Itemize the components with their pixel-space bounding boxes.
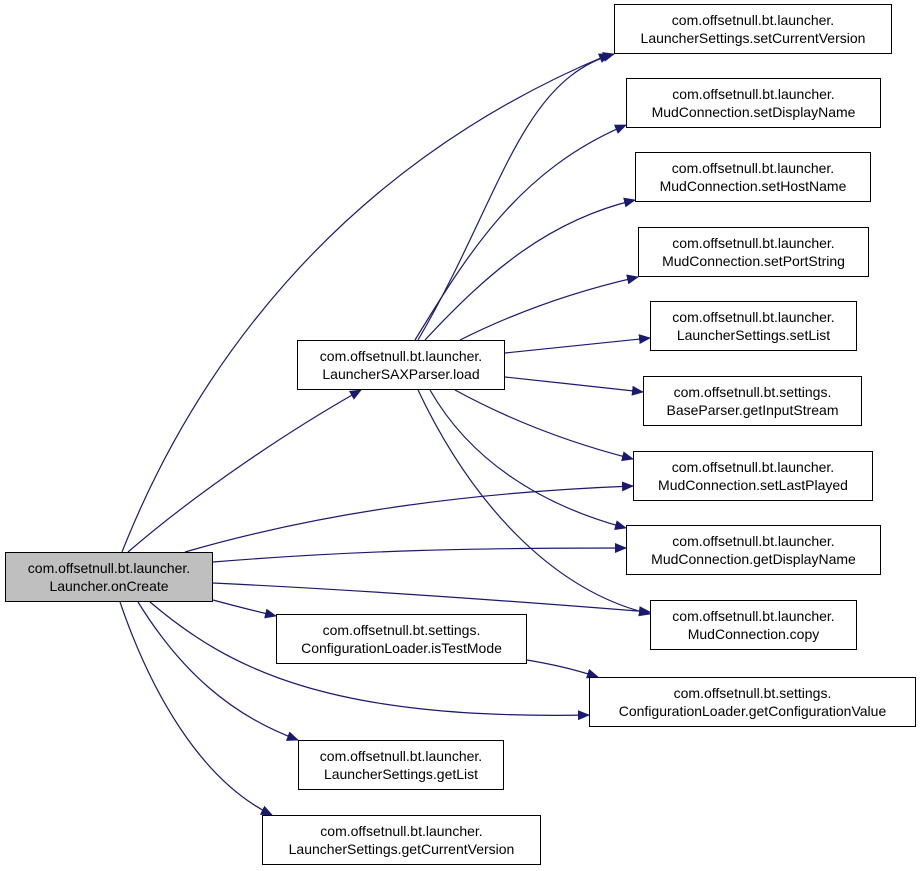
node-method-label: MudConnection.setDisplayName [651, 104, 856, 120]
node-method-label: Launcher.onCreate [49, 578, 169, 594]
node-set-current-version[interactable]: com.offsetnull.bt.launcher. LauncherSett… [614, 4, 892, 54]
node-set-last-played[interactable]: com.offsetnull.bt.launcher. MudConnectio… [633, 451, 873, 501]
node-package-label: com.offsetnull.bt.launcher. [671, 12, 835, 28]
node-package-label: com.offsetnull.bt.launcher. [672, 309, 835, 325]
node-package-label: com.offsetnull.bt.launcher. [319, 348, 483, 364]
node-method-label: MudConnection.setHostName [659, 178, 847, 194]
node-method-label: MudConnection.setLastPlayed [658, 477, 848, 493]
node-method-label: MudConnection.getDisplayName [651, 551, 856, 567]
node-package-label: com.offsetnull.bt.launcher. [672, 235, 835, 251]
edge-saxparser-load-to-set-display-name [414, 124, 627, 341]
node-package-label: com.offsetnull.bt.launcher. [671, 459, 835, 475]
edge-is-test-mode-to-get-configuration-value [526, 659, 599, 679]
node-package-label: com.offsetnull.bt.launcher. [672, 608, 835, 624]
edge-saxparser-load-to-set-current-version [417, 52, 615, 341]
node-method-label: BaseParser.getInputStream [666, 402, 839, 418]
node-package-label: com.offsetnull.bt.launcher. [320, 823, 483, 839]
node-method-label: MudConnection.copy [687, 626, 820, 642]
node-set-port-string[interactable]: com.offsetnull.bt.launcher. MudConnectio… [638, 227, 869, 277]
node-get-configuration-value[interactable]: com.offsetnull.bt.settings. Configuratio… [589, 677, 916, 727]
node-package-label: com.offsetnull.bt.settings. [673, 384, 832, 400]
edge-launcher-oncreate-to-get-current-version [119, 601, 273, 816]
edge-saxparser-load-to-set-host-name [424, 197, 636, 341]
node-get-display-name[interactable]: com.offsetnull.bt.launcher. MudConnectio… [626, 525, 881, 575]
node-method-label: LauncherSettings.getList [323, 766, 479, 782]
node-saxparser-load[interactable]: com.offsetnull.bt.launcher. LauncherSAXP… [297, 340, 505, 390]
node-package-label: com.offsetnull.bt.settings. [322, 622, 481, 638]
node-method-label: LauncherSAXParser.load [322, 366, 480, 382]
edge-launcher-oncreate-to-get-configuration-value [149, 601, 590, 721]
edge-launcher-oncreate-to-is-test-mode [212, 599, 277, 619]
edge-launcher-oncreate-to-saxparser-load [127, 389, 362, 553]
node-package-label: com.offsetnull.bt.launcher. [671, 160, 835, 176]
node-method-label: ConfigurationLoader.isTestMode [301, 640, 502, 656]
edge-launcher-oncreate-to-copy [212, 582, 651, 617]
node-method-label: LauncherSettings.setCurrentVersion [640, 30, 866, 46]
node-method-label: LauncherSettings.setList [676, 327, 831, 343]
edge-saxparser-load-to-get-display-name [429, 389, 627, 530]
node-get-current-version[interactable]: com.offsetnull.bt.launcher. LauncherSett… [262, 815, 541, 865]
edge-launcher-oncreate-to-get-display-name [212, 543, 627, 563]
node-package-label: com.offsetnull.bt.settings. [673, 685, 832, 701]
node-get-input-stream[interactable]: com.offsetnull.bt.settings. BaseParser.g… [643, 376, 862, 426]
edge-launcher-oncreate-to-get-list [137, 601, 299, 741]
node-is-test-mode[interactable]: com.offsetnull.bt.settings. Configuratio… [276, 614, 527, 664]
node-package-label: com.offsetnull.bt.launcher. [27, 560, 191, 576]
node-package-label: com.offsetnull.bt.launcher. [319, 748, 483, 764]
node-method-label: ConfigurationLoader.getConfigurationValu… [618, 703, 887, 719]
node-package-label: com.offsetnull.bt.launcher. [672, 533, 835, 549]
node-package-label: com.offsetnull.bt.launcher. [672, 86, 835, 102]
node-set-host-name[interactable]: com.offsetnull.bt.launcher. MudConnectio… [635, 152, 871, 202]
edge-saxparser-load-to-set-port-string [459, 274, 639, 341]
node-set-display-name[interactable]: com.offsetnull.bt.launcher. MudConnectio… [626, 78, 881, 128]
node-method-label: MudConnection.setPortString [662, 253, 845, 269]
edge-saxparser-load-to-get-input-stream [504, 376, 644, 396]
node-method-label: LauncherSettings.getCurrentVersion [288, 841, 515, 857]
edge-launcher-oncreate-to-set-current-version [121, 53, 611, 553]
node-get-list[interactable]: com.offsetnull.bt.launcher. LauncherSett… [298, 740, 504, 790]
edge-saxparser-load-to-set-list [504, 334, 651, 354]
node-set-list[interactable]: com.offsetnull.bt.launcher. LauncherSett… [650, 301, 857, 351]
edge-saxparser-load-to-copy [417, 389, 651, 617]
edge-launcher-oncreate-to-set-last-played [184, 481, 634, 553]
node-copy[interactable]: com.offsetnull.bt.launcher. MudConnectio… [650, 600, 857, 650]
edge-saxparser-load-to-set-last-played [454, 389, 634, 462]
node-launcher-oncreate: com.offsetnull.bt.launcher. Launcher.onC… [5, 552, 213, 602]
